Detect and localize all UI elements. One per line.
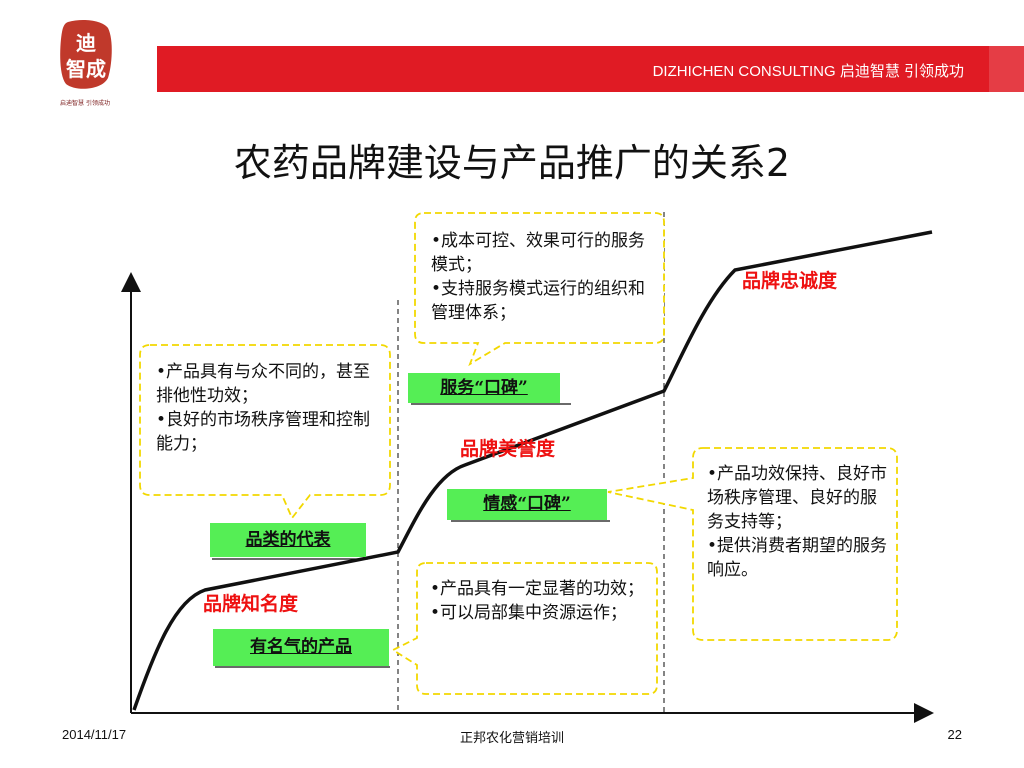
emotion-word-of-mouth-box: 情感“口碑” — [447, 489, 607, 520]
brand-growth-curve — [132, 230, 933, 711]
page-number: 22 — [947, 727, 962, 742]
footer-center: 正邦农化营销培训 — [459, 731, 564, 746]
callout-left-item: •产品具有与众不同的，甚至排他性功效； — [156, 362, 371, 406]
service-word-of-mouth-box: 服务“口碑” — [408, 373, 560, 403]
footer-date: 2014/11/17 — [62, 727, 127, 742]
callout-top-item: •支持服务模式运行的组织和管理体系； — [431, 279, 646, 323]
emotion-word-of-mouth-label: 情感“口碑” — [483, 494, 571, 514]
callout-top: •成本可控、效果可行的服务模式； •支持服务模式运行的组织和管理体系； — [431, 229, 655, 325]
category-representative-label: 品类的代表 — [245, 530, 331, 550]
callout-left-item: •良好的市场秩序管理和控制能力； — [156, 410, 371, 454]
famous-product-box: 有名气的产品 — [213, 629, 389, 666]
callout-left-bubble — [139, 344, 391, 520]
header-text: DIZHICHEN CONSULTING 启迪智慧 引领成功 — [652, 63, 964, 80]
stage-label-awareness: 品牌知名度 — [203, 593, 299, 615]
svg-text:智成: 智成 — [66, 57, 106, 81]
callout-top-bubble — [414, 212, 665, 367]
callout-bottom-item: •可以局部集中资源运作； — [430, 603, 628, 623]
stage-label-reputation: 品牌美誉度 — [460, 438, 556, 460]
page-title: 农药品牌建设与产品推广的关系2 — [233, 141, 791, 185]
header-bar-end — [989, 46, 1024, 92]
logo-tagline: 启迪智慧 引领成功 — [60, 100, 110, 107]
category-representative-box: 品类的代表 — [210, 523, 366, 557]
callout-top-item: •成本可控、效果可行的服务模式； — [431, 231, 646, 275]
callout-left: •产品具有与众不同的，甚至排他性功效； •良好的市场秩序管理和控制能力； — [156, 360, 386, 456]
callout-bottom-item: •产品具有一定显著的功效； — [430, 579, 645, 599]
callout-right: •产品功效保持、良好市场秩序管理、良好的服务支持等； •提供消费者期望的服务响应… — [707, 462, 893, 582]
callout-bottom-middle: •产品具有一定显著的功效； •可以局部集中资源运作； — [430, 577, 652, 625]
svg-text:迪: 迪 — [76, 31, 96, 55]
callout-right-bubble — [607, 447, 898, 641]
stage-label-loyalty: 品牌忠诚度 — [742, 270, 838, 292]
callout-right-item: •产品功效保持、良好市场秩序管理、良好的服务支持等； — [707, 464, 888, 532]
service-word-of-mouth-label: 服务“口碑” — [440, 378, 528, 398]
header-bar — [157, 46, 989, 92]
logo-seal-icon: 迪 智成 — [60, 20, 112, 89]
callout-right-item: •提供消费者期望的服务响应。 — [707, 536, 888, 580]
callout-bottom-bubble — [391, 562, 658, 695]
famous-product-label: 有名气的产品 — [250, 637, 352, 657]
